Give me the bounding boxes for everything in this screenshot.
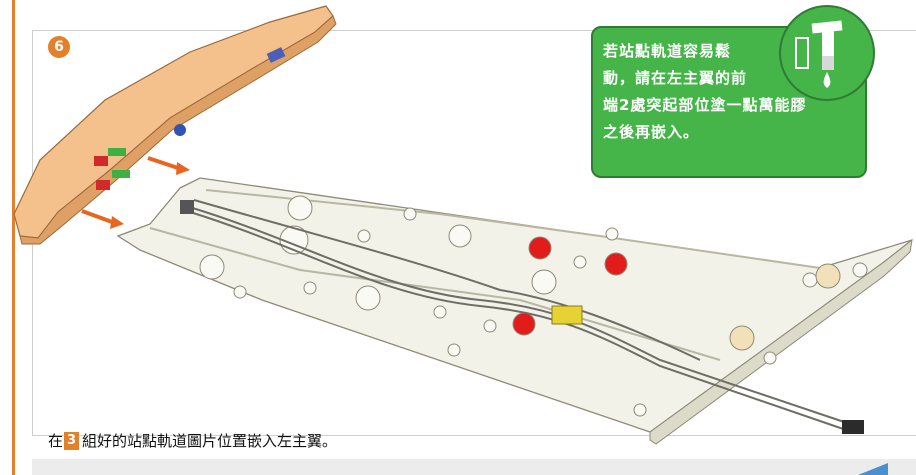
arrow-right-icon [81,156,190,229]
page-margin-rule [12,0,15,475]
step-number-badge: 6 [48,36,70,58]
caption-text: 組好的站點軌道圖片位置嵌入左主翼。 [82,432,338,450]
station-track-base [116,177,913,445]
page-corner-tab [858,463,888,475]
caption-prefix: 在 [48,432,64,450]
note-line-4: 之後再嵌入。 [603,123,700,141]
left-wing-part [13,5,337,245]
tip-note-text: 若站點軌道容易鬆 動，請在左主翼的前 端2處突起部位塗一點萬能膠 之後再嵌入。 [603,38,853,146]
note-line-1: 若站點軌道容易鬆 [603,42,732,60]
note-line-2: 動，請在左主翼的前 [603,69,748,87]
caption: 在 3 組好的站點軌道圖片位置嵌入左主翼。 [48,431,337,451]
bottom-band [32,459,916,475]
note-line-3: 端2處突起部位塗一點萬能膠 [603,96,807,114]
ref-step-badge: 3 [64,432,80,450]
glue-tube-icon [779,5,875,101]
tip-note: 若站點軌道容易鬆 動，請在左主翼的前 端2處突起部位塗一點萬能膠 之後再嵌入。 [591,26,867,178]
